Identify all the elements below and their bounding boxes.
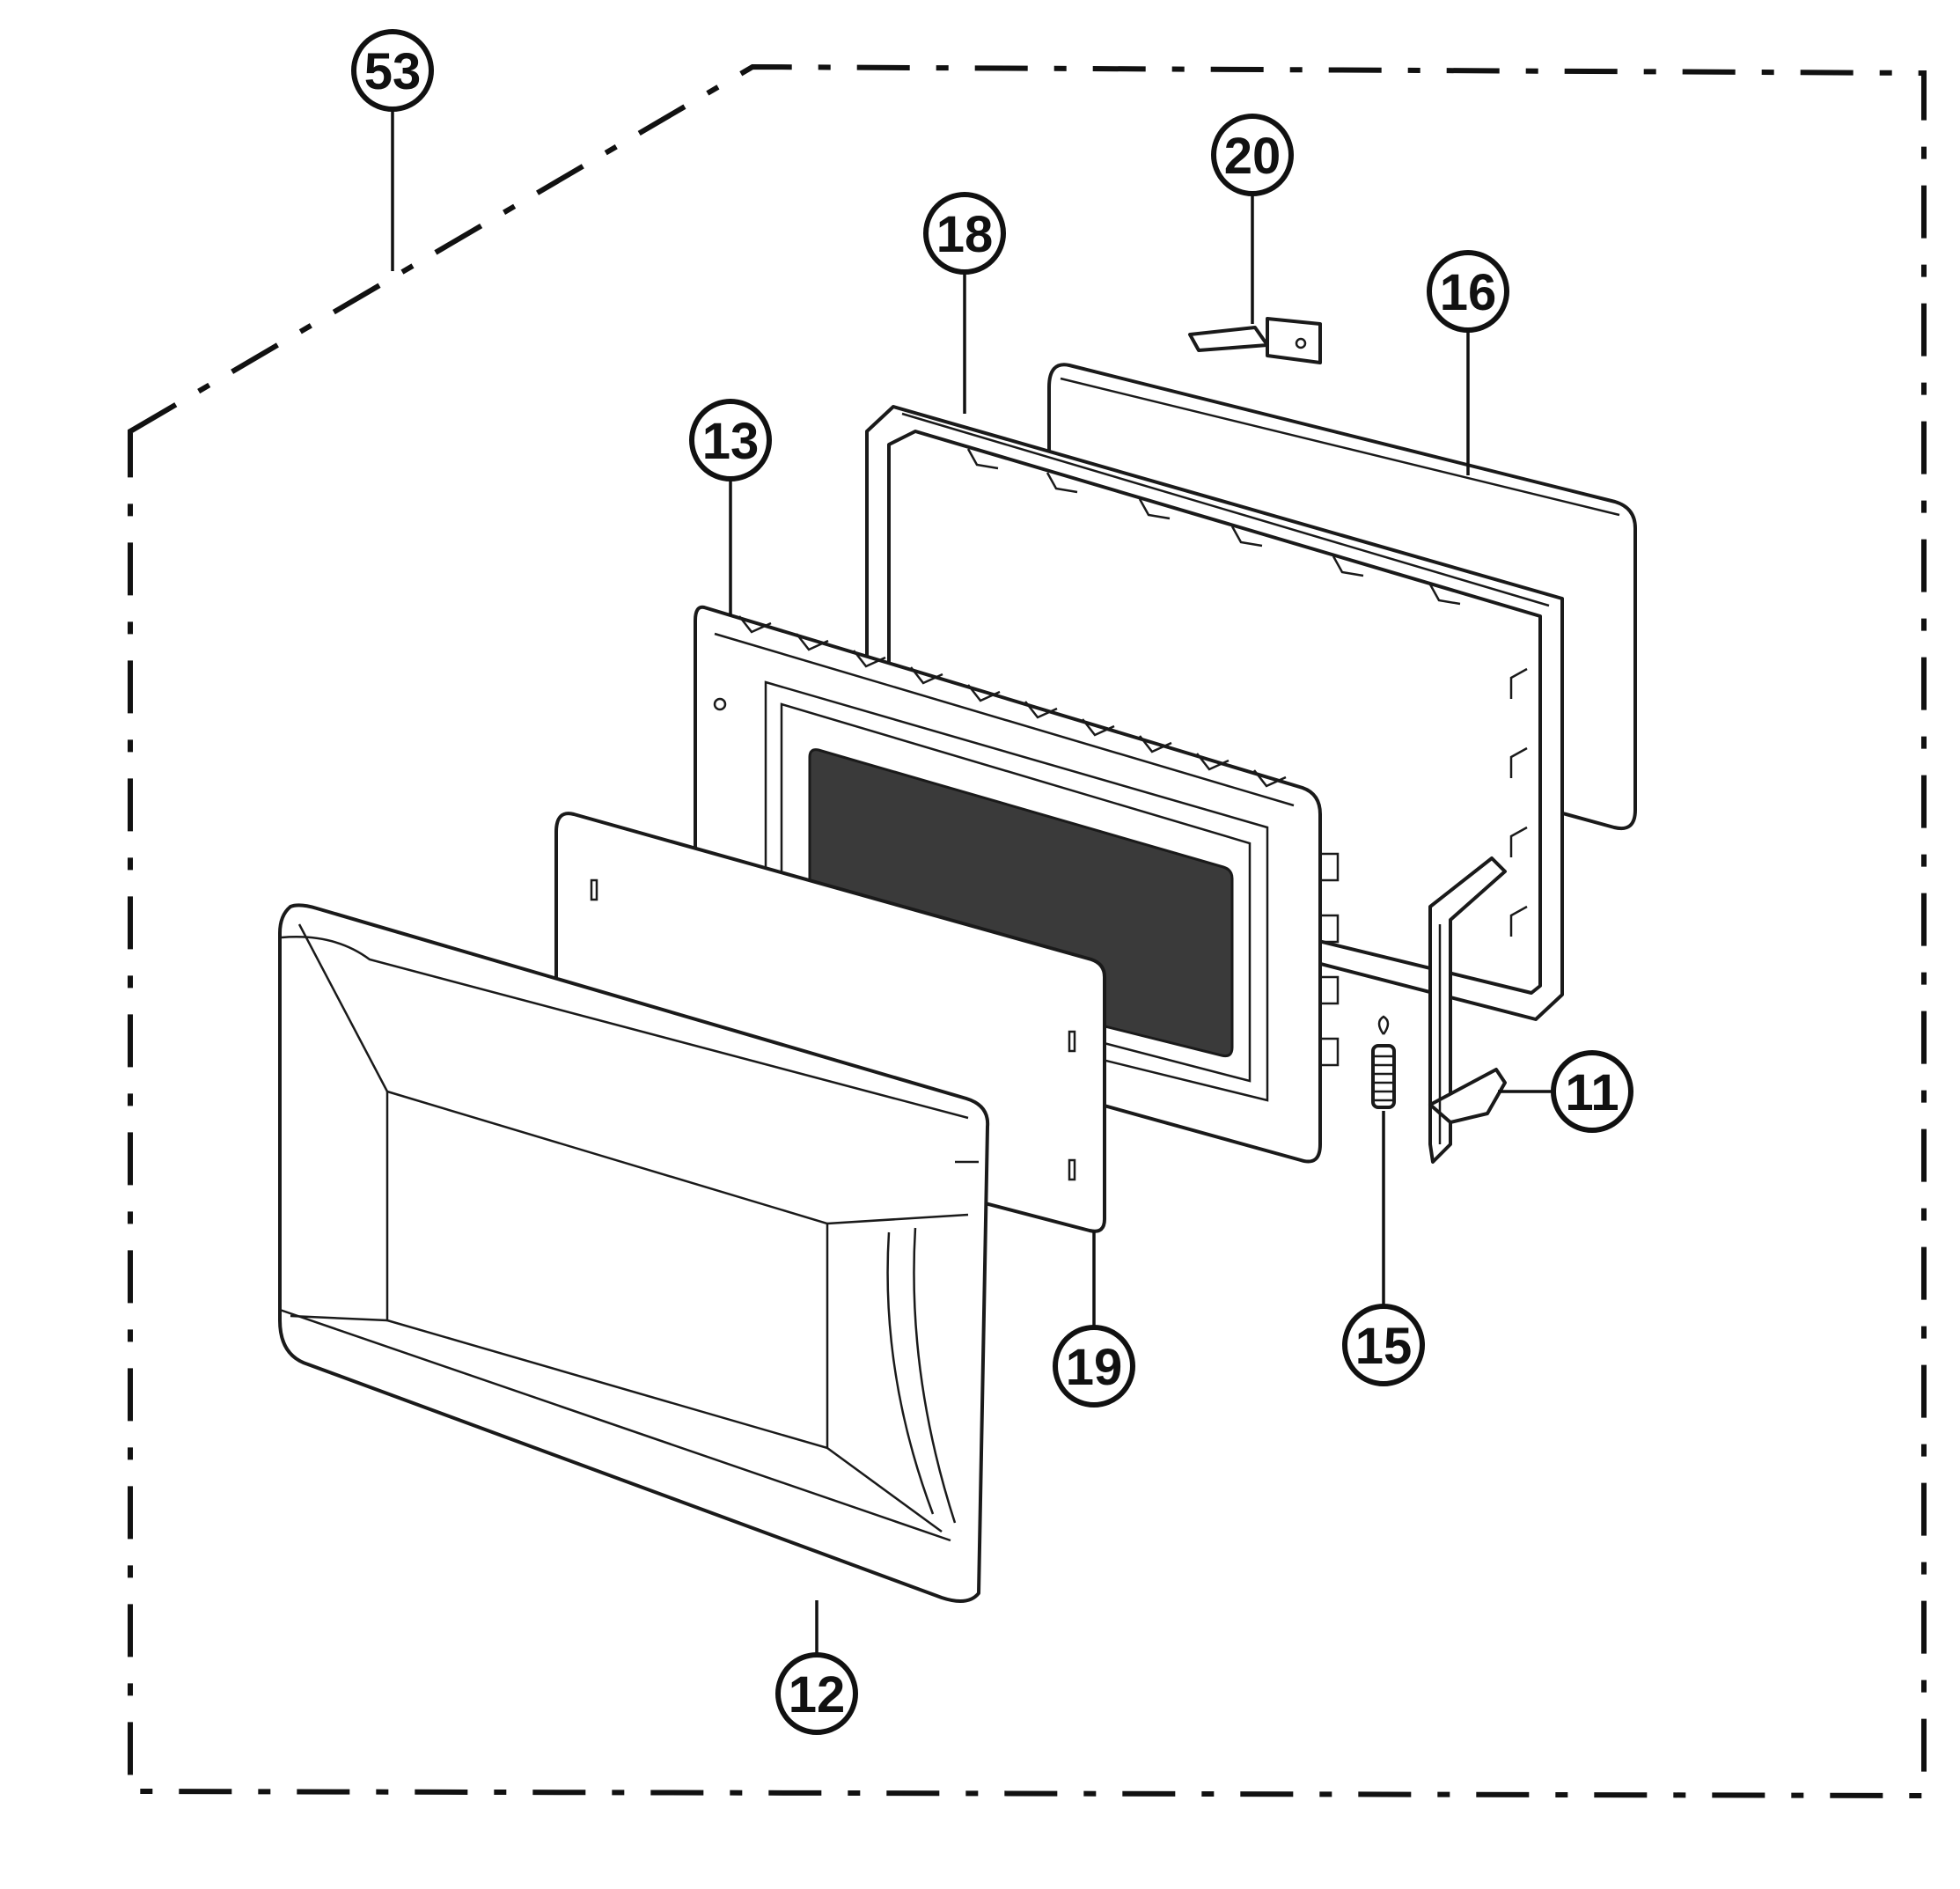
part-11-latch [1428, 856, 1507, 1164]
part-15-spring [1371, 1015, 1396, 1109]
callout-19: 19 [1053, 1325, 1135, 1408]
callout-label: 12 [789, 1666, 846, 1724]
callout-label: 53 [364, 43, 422, 100]
callout-18: 18 [923, 192, 1006, 275]
leader-lines [391, 108, 1553, 1655]
callout-label: 15 [1355, 1318, 1413, 1375]
callout-circle [1551, 1050, 1633, 1133]
callout-label: 16 [1440, 264, 1497, 321]
assembly-boundary [128, 63, 1927, 1799]
part-12-door-cover [278, 903, 990, 1603]
callout-circle [689, 399, 772, 481]
callout-label: 19 [1066, 1339, 1123, 1396]
callout-11: 11 [1551, 1050, 1633, 1133]
callout-label: 20 [1224, 128, 1281, 185]
callout-label: 13 [702, 413, 760, 470]
callout-13: 13 [689, 399, 772, 481]
callout-16: 16 [1427, 250, 1509, 333]
callout-circle [775, 1652, 858, 1735]
callout-circle [923, 192, 1006, 275]
callout-circle [351, 29, 434, 112]
callout-12: 12 [775, 1652, 858, 1735]
callout-53: 53 [351, 29, 434, 112]
callout-label: 18 [936, 206, 994, 263]
callout-label: 11 [1565, 1064, 1619, 1121]
callout-circle [1342, 1304, 1425, 1386]
callout-circle [1427, 250, 1509, 333]
callout-20: 20 [1211, 114, 1294, 196]
frame-tabs [966, 448, 1528, 937]
callout-15: 15 [1342, 1304, 1425, 1386]
inner-door-teeth [738, 615, 1340, 1067]
callout-circle [1211, 114, 1294, 196]
part-20-bracket [1188, 317, 1322, 364]
callout-circle [1053, 1325, 1135, 1408]
